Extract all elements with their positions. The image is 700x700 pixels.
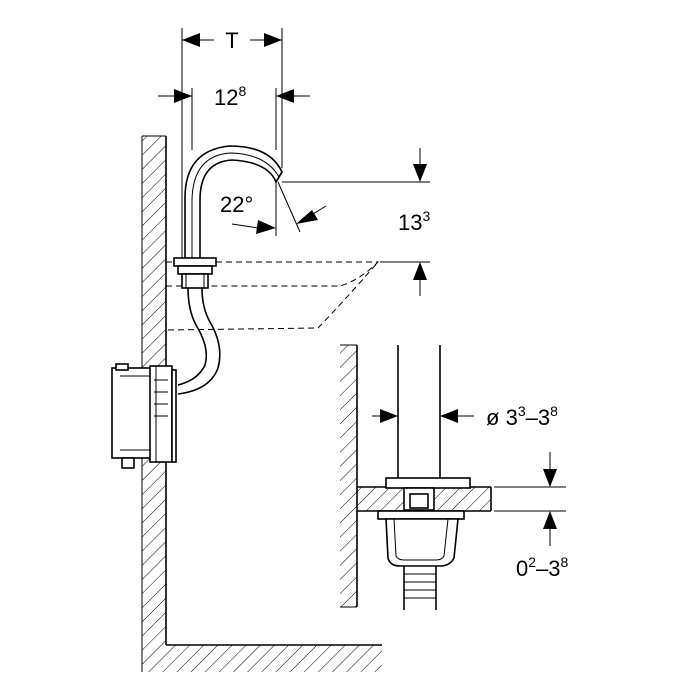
- dimension-height-base: 133: [282, 148, 430, 296]
- spout-mounting-flange: [173, 257, 217, 289]
- dimension-height-base-label: 133: [398, 208, 430, 235]
- dimension-width-main: 128: [158, 83, 310, 150]
- dimension-t-label: T: [225, 28, 238, 53]
- flexible-hose: [177, 287, 221, 395]
- faucet-spout: [184, 145, 283, 263]
- dimension-thickness: 02–38: [494, 452, 569, 581]
- dimension-angle-label: 22°: [220, 192, 253, 217]
- dimension-t: T: [181, 28, 283, 258]
- floor: [166, 644, 382, 672]
- dimension-width-main-label: 128: [214, 83, 246, 110]
- dimension-diameter-label: ø 33–38: [486, 403, 558, 430]
- dimension-thickness-label: 02–38: [516, 554, 569, 581]
- dimension-diameter: ø 33–38: [372, 403, 558, 430]
- detail-view: [340, 344, 492, 610]
- control-box: [111, 363, 177, 469]
- dimension-angle: 22°: [220, 181, 327, 236]
- wash-basin-outline: [165, 261, 380, 331]
